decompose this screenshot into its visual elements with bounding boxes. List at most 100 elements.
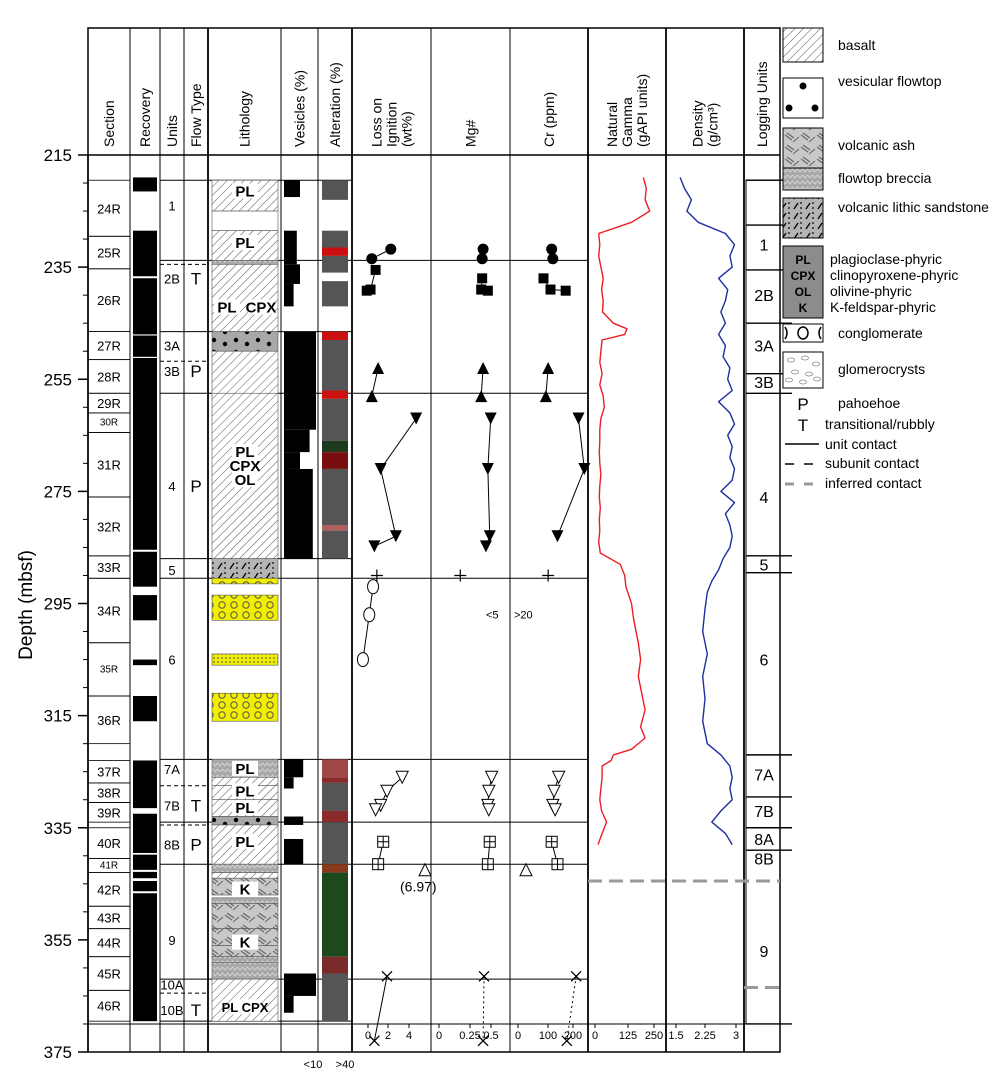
- marker-plus: [454, 569, 467, 582]
- section-label: 27R: [97, 339, 121, 354]
- marker-circle: [366, 253, 378, 265]
- marker-open-box-cross: [372, 858, 384, 870]
- density-curve: [679, 177, 736, 845]
- section-label: 36R: [97, 713, 121, 728]
- section-label: 25R: [97, 246, 121, 261]
- lithology-label-bg: [232, 472, 258, 488]
- alteration-bar: [322, 390, 348, 399]
- logging-unit-label: 1: [760, 238, 769, 255]
- legend-glomerocryst: [785, 377, 793, 383]
- legend-swatch: [782, 167, 824, 191]
- mg-trend-line: [482, 976, 485, 1041]
- marker-open-triangle: [548, 803, 562, 817]
- logging-unit-label: 6: [760, 653, 769, 670]
- lithology-label-bg: [232, 783, 258, 799]
- bottom-tick-label: 4: [406, 1030, 412, 1042]
- recovery-bar: [133, 659, 157, 666]
- legend-label: basalt: [838, 37, 875, 53]
- marker-triangle: [484, 412, 497, 425]
- recovery-bar: [133, 813, 157, 853]
- legend-breccia: [782, 167, 824, 191]
- lithology-label: K: [240, 935, 251, 952]
- bottom-tick-label: 2: [385, 1030, 391, 1042]
- flow-type-label: T: [191, 796, 201, 815]
- recovery-bar: [133, 177, 157, 192]
- lithology-interval: [211, 331, 279, 352]
- lithology-label: PL: [235, 235, 254, 252]
- bottom-tick-label: 2.25: [694, 1030, 715, 1042]
- legend-transitional-code: T: [798, 416, 808, 435]
- legend-swatch: [782, 197, 824, 239]
- logging-unit-label: 3A: [754, 339, 774, 356]
- alteration-bar: [322, 272, 348, 282]
- legend-label: pahoehoe: [838, 395, 901, 411]
- figure-frame: [87, 27, 781, 1053]
- mg-note: <5: [486, 610, 499, 622]
- alteration-bar: [322, 340, 348, 391]
- lithology-label: CPX: [230, 458, 261, 475]
- column-header-loi: Loss on: [369, 98, 385, 147]
- unit-label: 3A: [164, 339, 180, 354]
- marker-open-box-cross: [377, 836, 389, 848]
- legend-phyric-code: K: [799, 301, 808, 315]
- marker-circle: [476, 253, 488, 265]
- section-label: 46R: [97, 999, 121, 1014]
- marker-square: [560, 285, 571, 296]
- bottom-tick-label: 100: [539, 1030, 557, 1042]
- lithology-label-bg: [232, 800, 258, 816]
- lithology-label: PL: [235, 183, 254, 200]
- marker-triangle: [368, 540, 381, 553]
- alteration-bar: [322, 525, 348, 531]
- legend-glomerocrysts: [782, 351, 824, 389]
- vesicle-scale-label: <10: [304, 1059, 323, 1071]
- legend-label: clinopyroxene-phyric: [830, 267, 958, 283]
- alteration-bar: [322, 331, 348, 341]
- bottom-tick-label: 0.25: [459, 1030, 480, 1042]
- section-label: 26R: [97, 293, 121, 308]
- cr-trend-line: [566, 976, 577, 1041]
- legend-vesicle-dot: [785, 104, 793, 112]
- legend-swatch: [782, 351, 824, 389]
- legend-glomerocryst: [812, 361, 820, 367]
- marker-open-triangle: [395, 770, 410, 785]
- lithology-label: K: [240, 881, 251, 898]
- lithology-label-bg: [232, 444, 258, 460]
- flow-type-label: T: [191, 269, 201, 288]
- alteration-bar: [322, 530, 348, 559]
- lithology-label-bg: [232, 934, 258, 950]
- depth-tick-label: 295: [44, 595, 72, 614]
- alteration-bar: [322, 872, 348, 957]
- mg-trend-line: [485, 418, 492, 547]
- lithology-label: PL: [217, 299, 236, 316]
- alteration-bar: [322, 777, 348, 783]
- recovery-bar: [133, 595, 157, 621]
- legend-label: volcanic ash: [838, 137, 915, 153]
- cr-note: >20: [514, 610, 533, 622]
- depth-tick-label: 215: [44, 146, 72, 165]
- alteration-bar: [322, 230, 348, 248]
- section-label: 43R: [97, 910, 121, 925]
- alteration-bar: [322, 255, 348, 273]
- marker-open-triangle: [551, 770, 566, 785]
- lithology-label-bg: [232, 833, 258, 849]
- marker-x: [477, 1035, 489, 1047]
- marker-open-triangle: [481, 803, 496, 817]
- unit-label: 9: [168, 933, 175, 948]
- section-box: [87, 695, 131, 745]
- section-label: 41R: [100, 861, 118, 872]
- alteration-bar: [322, 247, 348, 256]
- flow-type-label: T: [191, 1001, 201, 1020]
- legend-label: unit contact: [825, 436, 897, 452]
- marker-open-triangle: [481, 784, 496, 799]
- loi-trend-line: [373, 976, 388, 1041]
- logging-unit-label: 7B: [754, 804, 774, 821]
- column-header-section: Section: [101, 100, 117, 147]
- vesicle-bar: [284, 452, 300, 469]
- section-label: 37R: [97, 765, 121, 780]
- lithology-label-bg: [214, 299, 240, 315]
- section-label: 40R: [97, 836, 121, 851]
- legend-glomerocryst: [791, 369, 799, 375]
- column-header-units: Units: [164, 115, 180, 147]
- loi-plot: [356, 243, 432, 1047]
- legend-swatch: [782, 27, 824, 63]
